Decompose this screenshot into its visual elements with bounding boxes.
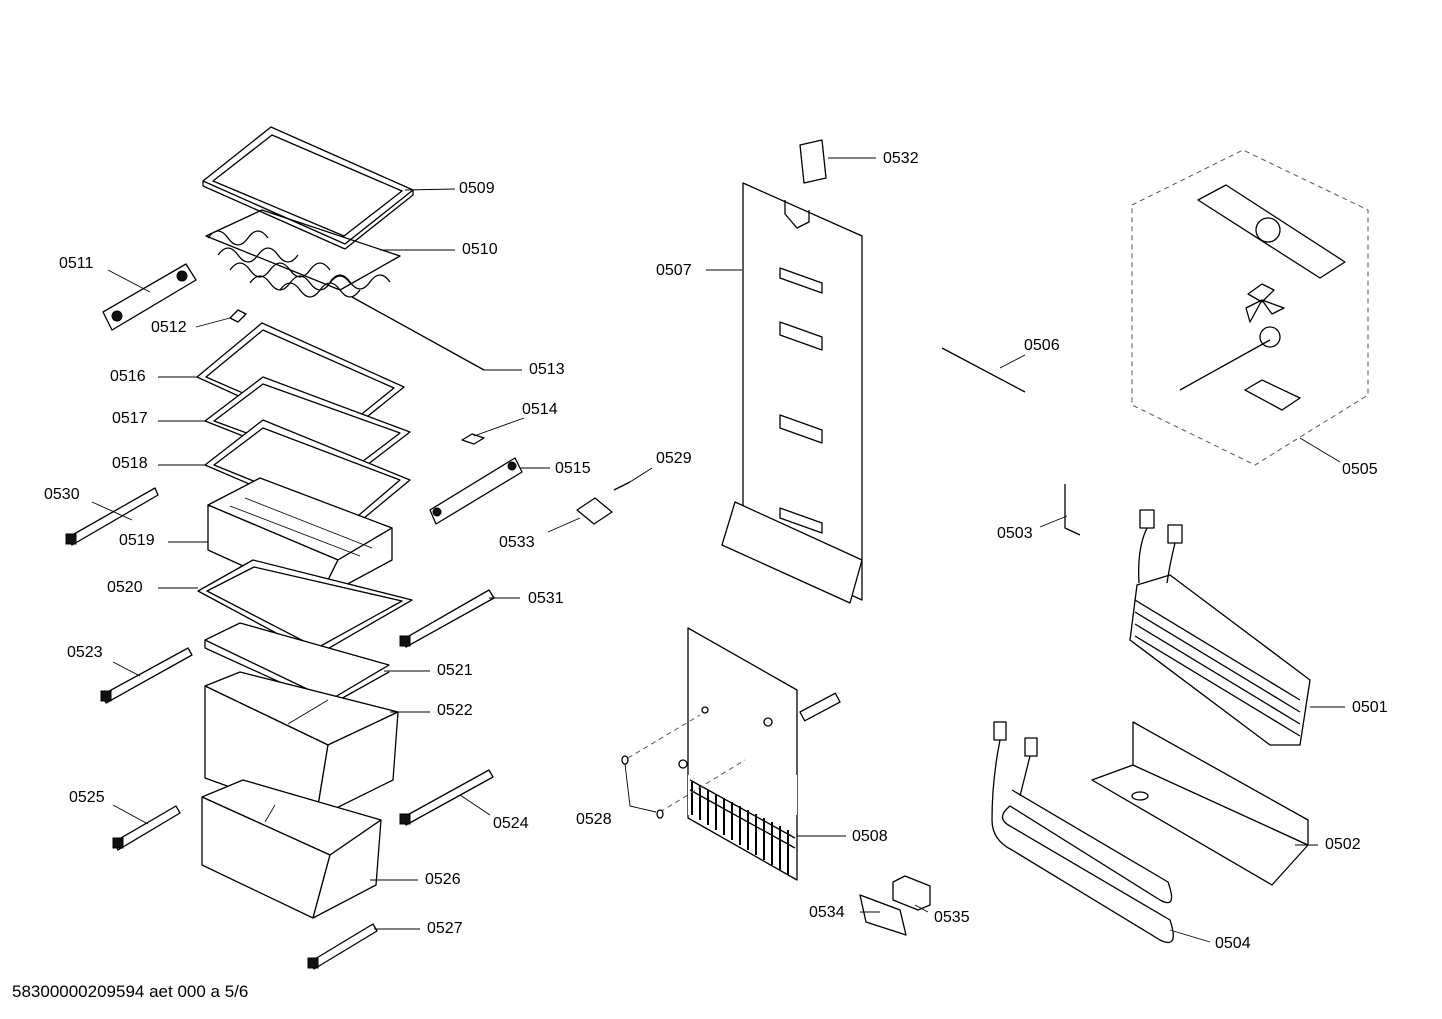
- leader-lines: [91, 157, 1345, 943]
- part-0526-drawer: [201, 779, 382, 919]
- part-0534-cover: [859, 894, 907, 936]
- label-0517: 0517: [112, 410, 148, 427]
- part-0509-glass-shelf: [202, 126, 414, 250]
- label-0521: 0521: [437, 662, 473, 679]
- label-0511: 0511: [59, 255, 94, 272]
- part-0532-cover: [799, 139, 827, 184]
- label-0505: 0505: [1342, 461, 1378, 478]
- part-0519-tray: [207, 477, 393, 601]
- label-0528: 0528: [576, 811, 612, 828]
- part-0510-wine-rack: [205, 209, 401, 298]
- part-0527-rail: [307, 923, 378, 970]
- part-0525-rail: [112, 805, 181, 851]
- label-0519: 0519: [119, 532, 155, 549]
- label-0520: 0520: [107, 579, 143, 596]
- label-0522: 0522: [437, 702, 473, 719]
- label-0529: 0529: [656, 450, 692, 467]
- part-0506-sensor: [941, 347, 1026, 393]
- label-0506: 0506: [1024, 337, 1060, 354]
- label-0512: 0512: [151, 319, 187, 336]
- label-0531: 0531: [528, 590, 564, 607]
- label-0501: 0501: [1352, 699, 1388, 716]
- label-0525: 0525: [69, 789, 105, 806]
- part-0505-fan-assembly: [1179, 184, 1346, 411]
- label-0508: 0508: [852, 828, 888, 845]
- label-0524: 0524: [493, 815, 529, 832]
- label-0527: 0527: [427, 920, 463, 937]
- part-0515-bracket: [429, 457, 523, 525]
- part-0508-evaporator-cover: [678, 627, 841, 881]
- label-0535: 0535: [934, 909, 970, 926]
- label-0513: 0513: [529, 361, 565, 378]
- part-0530-rail: [65, 487, 159, 546]
- part-0511-bracket: [102, 263, 197, 331]
- part-0502-drip-tray: [1091, 721, 1309, 886]
- part-0504-heater: [991, 721, 1174, 944]
- label-0534: 0534: [809, 904, 845, 921]
- part-0501-condenser: [1129, 509, 1311, 746]
- label-0504: 0504: [1215, 935, 1251, 952]
- label-0507: 0507: [656, 262, 692, 279]
- part-0524-rail: [399, 769, 494, 826]
- label-0503: 0503: [997, 525, 1033, 542]
- part-0513-rod: [351, 296, 485, 371]
- part-0514-clip: [461, 433, 485, 445]
- label-0514: 0514: [522, 401, 558, 418]
- document-id-footer: 58300000209594 aet 000 a 5/6: [12, 982, 249, 1001]
- label-0502: 0502: [1325, 836, 1361, 853]
- part-0535-cover: [892, 875, 931, 911]
- part-0507-back-panel: [721, 182, 863, 604]
- label-0510: 0510: [462, 241, 498, 258]
- label-0532: 0532: [883, 150, 919, 167]
- label-0533: 0533: [499, 534, 535, 551]
- part-0529-pin: [613, 481, 631, 491]
- part-0528-screws: [621, 714, 746, 819]
- label-0523: 0523: [67, 644, 103, 661]
- label-0530: 0530: [44, 486, 80, 503]
- part-0533-switch: [576, 497, 613, 525]
- label-0516: 0516: [110, 368, 146, 385]
- label-0509: 0509: [459, 180, 495, 197]
- label-0518: 0518: [112, 455, 148, 472]
- label-0515: 0515: [555, 460, 591, 477]
- part-0503-sensor: [1064, 484, 1081, 536]
- part-0512-clip: [229, 309, 247, 323]
- part-0523-rail: [100, 647, 193, 704]
- label-0526: 0526: [425, 871, 461, 888]
- part-0531-rail: [399, 589, 495, 648]
